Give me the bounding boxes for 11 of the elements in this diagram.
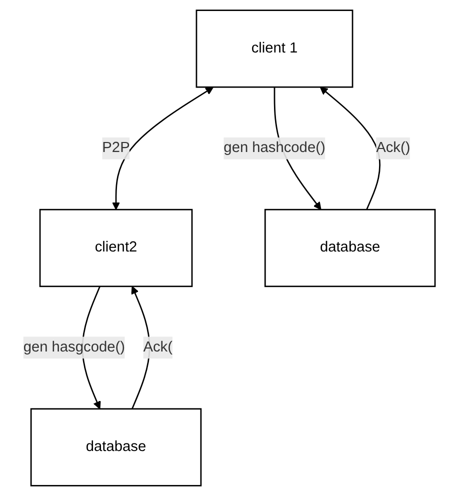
arrow (320, 86, 381, 210)
arrow (112, 86, 214, 210)
node-box: database (264, 208, 436, 288)
node-box: client 1 (196, 10, 354, 88)
edge-label: Ack() (376, 140, 411, 156)
node-box: client2 (40, 208, 193, 288)
node-box: database (30, 408, 202, 486)
edge-label: P2P (102, 140, 130, 156)
edge-label: gen hashcode() (224, 140, 326, 156)
edge-label: Ack( (144, 339, 173, 355)
edge-label: gen hasgcode() (24, 339, 126, 355)
